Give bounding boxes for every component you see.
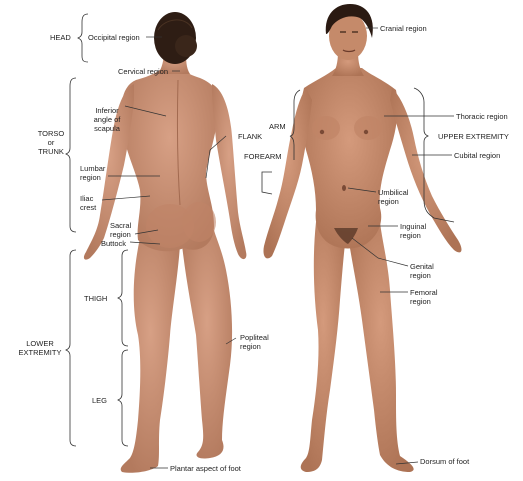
label-plantar-aspect-of-foot: Plantar aspect of foot: [170, 464, 241, 473]
label-buttock: Buttock: [101, 239, 126, 248]
bracket-lower-extremity: [66, 250, 76, 446]
front-left-leg: [301, 222, 346, 472]
label-lower-extremity: LOWER EXTREMITY: [14, 339, 66, 357]
label-cervical-region: Cervical region: [118, 67, 168, 76]
label-thoracic-region: Thoracic region: [456, 112, 508, 121]
label-inguinal-region: Inguinal region: [400, 222, 426, 240]
front-left-arm: [263, 88, 312, 258]
front-view-figure: [263, 4, 461, 472]
bracket-forearm: [262, 172, 272, 194]
bracket-head: [78, 14, 88, 62]
label-cranial-region: Cranial region: [380, 24, 427, 33]
label-arm: ARM: [269, 122, 286, 131]
label-sacral-region: Sacral region: [110, 221, 131, 239]
label-popliteal-region: Popliteal region: [240, 333, 269, 351]
bracket-thigh: [118, 250, 128, 346]
label-flank: FLANK: [238, 132, 262, 141]
front-right-leg: [348, 222, 414, 472]
label-leg: LEG: [92, 396, 107, 405]
label-torso-or-trunk: TORSO or TRUNK: [34, 129, 68, 156]
label-thigh: THIGH: [84, 294, 107, 303]
front-torso: [301, 68, 398, 249]
label-lumbar-region: Lumbar region: [80, 164, 105, 182]
back-left-leg: [121, 238, 180, 473]
label-upper-extremity: UPPER EXTREMITY: [438, 132, 509, 141]
label-femoral-region: Femoral region: [410, 288, 438, 306]
label-occipital-region: Occipital region: [88, 33, 140, 42]
label-genital-region: Genital region: [410, 262, 434, 280]
label-inferior-angle-of-scapula: Inferior angle of scapula: [88, 106, 126, 133]
back-right-leg: [182, 230, 232, 459]
label-umbilical-region: Umbilical region: [378, 188, 408, 206]
label-iliac-crest: Iliac crest: [80, 194, 96, 212]
back-right-arm: [212, 84, 246, 259]
label-head: HEAD: [50, 33, 71, 42]
bracket-leg: [118, 350, 128, 446]
label-forearm: FOREARM: [244, 152, 282, 161]
label-dorsum-of-foot: Dorsum of foot: [420, 457, 469, 466]
label-cubital-region: Cubital region: [454, 151, 500, 160]
